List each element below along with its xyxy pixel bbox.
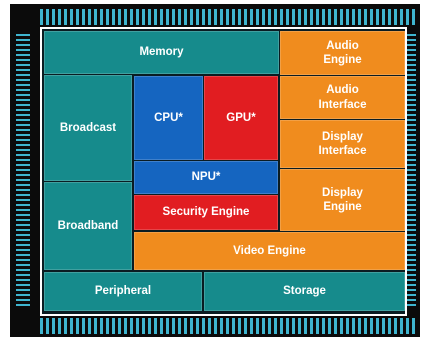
audio-engine-label: Audio Engine xyxy=(323,39,362,66)
gpu-block: GPU* xyxy=(204,76,278,160)
broadcast-label: Broadcast xyxy=(59,121,117,134)
npu-block: NPU* xyxy=(134,161,278,194)
display-interface-label: Display Interface xyxy=(318,130,367,157)
broadband-block: Broadband xyxy=(44,182,132,270)
npu-label: NPU* xyxy=(191,171,221,184)
cpu-label: CPU* xyxy=(154,111,183,124)
peripheral-label: Peripheral xyxy=(94,285,152,298)
cpu-block: CPU* xyxy=(134,76,203,160)
bottom-pin-row xyxy=(40,318,415,334)
storage-block: Storage xyxy=(204,272,405,311)
broadband-label: Broadband xyxy=(57,219,119,232)
memory-block: Memory xyxy=(44,31,279,74)
security-engine-block: Security Engine xyxy=(134,195,278,230)
storage-label: Storage xyxy=(283,285,326,298)
display-interface-block: Display Interface xyxy=(280,120,405,168)
memory-label: Memory xyxy=(139,46,184,59)
display-engine-block: Display Engine xyxy=(280,169,405,231)
gpu-label: GPU* xyxy=(226,111,256,124)
audio-interface-block: Audio Interface xyxy=(280,76,405,119)
top-pin-row xyxy=(40,9,415,25)
security-engine-label: Security Engine xyxy=(162,206,250,219)
left-pin-column xyxy=(16,34,30,309)
video-engine-block: Video Engine xyxy=(134,232,405,270)
chip-die: Memory Audio Engine Broadcast CPU* GPU* … xyxy=(40,27,407,316)
display-engine-label: Display Engine xyxy=(322,186,363,213)
audio-engine-block: Audio Engine xyxy=(280,31,405,75)
video-engine-label: Video Engine xyxy=(233,244,306,257)
peripheral-block: Peripheral xyxy=(44,272,202,311)
broadcast-block: Broadcast xyxy=(44,75,132,181)
audio-interface-label: Audio Interface xyxy=(318,84,367,111)
